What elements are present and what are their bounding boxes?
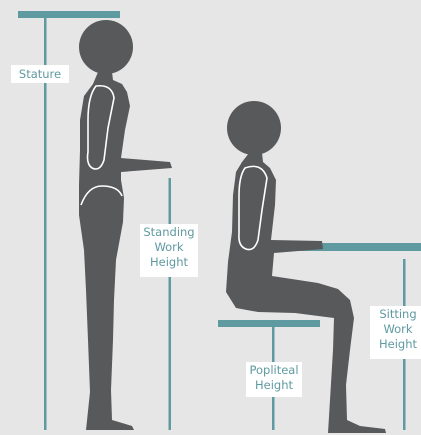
- seat-bar: [218, 320, 320, 327]
- standing-work-height-label: Standing Work Height: [140, 224, 198, 277]
- standing-head: [79, 20, 133, 74]
- standing-work-height-line: [169, 178, 172, 430]
- popliteal-height-label: Popliteal Height: [246, 362, 302, 397]
- stature-label: Stature: [11, 65, 69, 83]
- stature-top-bar: [18, 11, 120, 18]
- measure-lines: [18, 11, 421, 430]
- sitting-work-height-label: Sitting Work Height: [370, 306, 421, 359]
- seated-head: [227, 101, 281, 155]
